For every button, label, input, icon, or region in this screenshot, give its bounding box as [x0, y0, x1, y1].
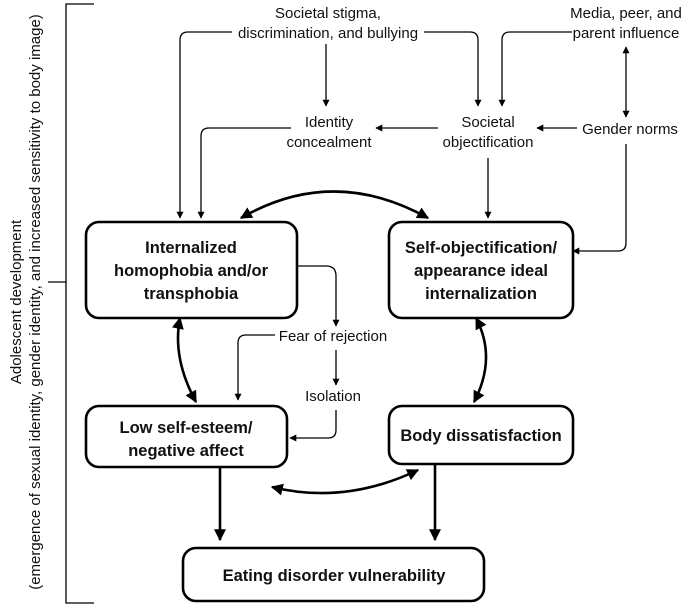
identity-concealment-label-line1: Identity [305, 114, 354, 131]
arrow-internalized-to-fear [297, 265, 340, 327]
arrow-gender-norms-to-self-objectification [572, 144, 627, 255]
box-self-objectification-frame [387, 220, 575, 320]
gender-norms-label: Gender norms [582, 121, 678, 138]
arrow-self-objectification-body-dissatisfaction [472, 316, 488, 404]
box-internalized-homophobia: Internalized homophobia and/or transphob… [84, 220, 299, 320]
internalized-line1: Internalized [145, 239, 237, 257]
self-objectification-line3: internalization [425, 285, 537, 303]
media-influence-label-line1: Media, peer, and [570, 5, 682, 22]
media-influence-label-line2: parent influence [573, 25, 680, 42]
identity-concealment-label-line2: concealment [286, 134, 372, 151]
low-self-esteem-line1: Low self-esteem/ [120, 419, 253, 437]
box-body-dissatisfaction-frame [387, 404, 575, 466]
eating-disorder-label: Eating disorder vulnerability [223, 567, 447, 585]
box-low-self-esteem: Low self-esteem/ negative affect [84, 404, 289, 469]
arrow-media-to-objectification [498, 31, 572, 107]
arrow-low-self-esteem-body-dissatisfaction [270, 468, 420, 496]
box-eating-disorder-frame [181, 546, 486, 603]
arrow-concealment-to-internalized [197, 127, 291, 219]
arrow-internalized-low-self-esteem [172, 316, 198, 404]
stigma-label-line1: Societal stigma, [275, 5, 381, 22]
body-dissatisfaction-label: Body dissatisfaction [400, 427, 561, 445]
arrow-stigma-to-internalized [176, 31, 232, 219]
arrow-fear-to-low-self-esteem [234, 334, 275, 401]
box-self-objectification: Self-objectification/ appearance ideal i… [387, 220, 575, 320]
box-eating-disorder: Eating disorder vulnerability [181, 546, 486, 603]
arrow-internalized-self-objectification [239, 190, 430, 220]
bracket-label-line2: (emergence of sexual identity, gender id… [27, 14, 44, 590]
box-body-dissatisfaction: Body dissatisfaction [387, 404, 575, 466]
isolation-label: Isolation [305, 388, 361, 405]
bracket-line [65, 3, 94, 604]
self-objectification-line1: Self-objectification/ [405, 239, 558, 257]
box-internalized-homophobia-frame [84, 220, 299, 320]
stigma-label-line2: discrimination, and bullying [238, 25, 418, 42]
societal-objectification-label-line2: objectification [443, 134, 534, 151]
arrow-stigma-to-objectification [424, 31, 482, 107]
internalized-line3: transphobia [144, 285, 239, 303]
self-objectification-line2: appearance ideal [414, 262, 548, 280]
fear-of-rejection-label: Fear of rejection [279, 328, 387, 345]
bracket-label-line1: Adolescent development [8, 219, 25, 384]
low-self-esteem-line2: negative affect [128, 442, 244, 460]
societal-objectification-label-line1: Societal [461, 114, 514, 131]
arrow-isolation-to-low-self-esteem [289, 410, 337, 442]
adolescent-development-bracket: Adolescent development (emergence of sex… [8, 3, 94, 604]
internalized-line2: homophobia and/or [114, 262, 269, 280]
box-low-self-esteem-frame [84, 404, 289, 469]
